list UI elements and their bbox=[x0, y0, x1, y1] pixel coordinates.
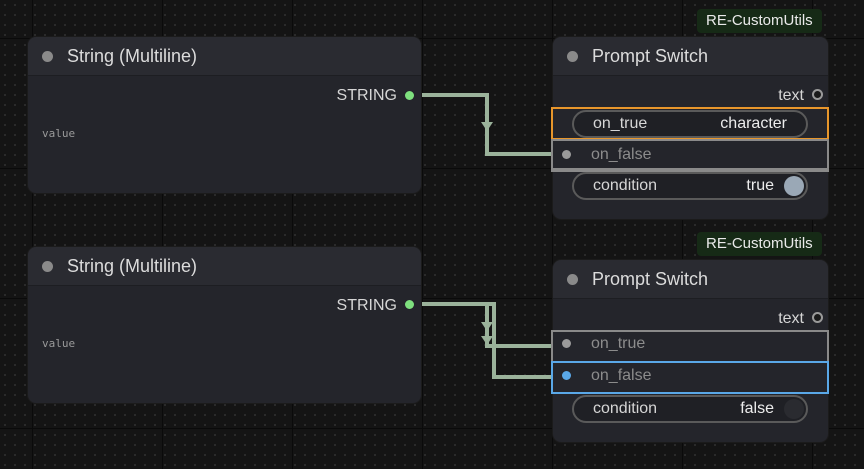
output-label-string: STRING bbox=[336, 297, 397, 314]
node-title: String (Multiline) bbox=[67, 46, 198, 66]
prompt-switch-node-1[interactable]: Prompt Switch text on_true character on_… bbox=[553, 37, 829, 219]
wire-string2-to-on-false bbox=[412, 302, 556, 379]
prompt-switch-node-2[interactable]: Prompt Switch text on_true on_false cond… bbox=[553, 260, 828, 442]
on-false-input[interactable]: on_false bbox=[553, 362, 829, 393]
node-source-badge: RE-CustomUtils bbox=[697, 9, 822, 33]
on-false-label: on_false bbox=[591, 146, 652, 163]
collapse-dot-icon[interactable] bbox=[567, 51, 578, 62]
collapse-dot-icon[interactable] bbox=[42, 261, 53, 272]
output-socket-string[interactable] bbox=[405, 300, 414, 309]
wire-arrow-icon bbox=[481, 122, 493, 131]
output-label-string: STRING bbox=[336, 87, 397, 104]
condition-label: condition bbox=[593, 177, 658, 194]
on-true-label: on_true bbox=[591, 335, 646, 352]
output-socket-text[interactable] bbox=[814, 314, 821, 321]
output-socket-string[interactable] bbox=[405, 91, 414, 100]
on-false-label: on_false bbox=[591, 367, 652, 384]
output-socket-text[interactable] bbox=[814, 91, 821, 98]
condition-label: condition bbox=[593, 400, 658, 417]
input-socket-on-false[interactable] bbox=[562, 150, 571, 159]
on-true-value[interactable]: character bbox=[720, 115, 787, 132]
node-title-bar[interactable]: Prompt Switch bbox=[553, 260, 828, 299]
output-label-text: text bbox=[778, 87, 804, 104]
node-title: String (Multiline) bbox=[67, 256, 198, 276]
node-title: Prompt Switch bbox=[592, 46, 709, 66]
text-widget-placeholder[interactable]: value bbox=[42, 337, 76, 350]
toggle-switch-icon[interactable] bbox=[784, 176, 804, 196]
node-title: Prompt Switch bbox=[592, 269, 709, 289]
node-source-badge: RE-CustomUtils bbox=[697, 232, 822, 256]
widget-selection-highlight bbox=[551, 361, 829, 394]
condition-toggle-widget[interactable]: condition true bbox=[572, 172, 808, 200]
condition-toggle-widget[interactable]: condition false bbox=[572, 395, 808, 423]
toggle-switch-icon[interactable] bbox=[784, 399, 804, 419]
wire-arrow-icon bbox=[481, 336, 493, 345]
collapse-dot-icon[interactable] bbox=[42, 51, 53, 62]
input-socket-on-true[interactable] bbox=[562, 339, 571, 348]
on-true-input[interactable]: on_true bbox=[553, 330, 829, 361]
on-true-label: on_true bbox=[593, 115, 648, 132]
collapse-dot-icon[interactable] bbox=[567, 274, 578, 285]
condition-value: false bbox=[740, 400, 774, 417]
widget-selection-outline bbox=[551, 139, 829, 172]
on-true-widget[interactable]: on_true character bbox=[572, 110, 808, 138]
node-title-bar[interactable]: String (Multiline) bbox=[28, 37, 421, 76]
string-multiline-node-2[interactable]: String (Multiline) STRING value bbox=[28, 247, 421, 403]
text-widget-placeholder[interactable]: value bbox=[42, 127, 76, 140]
widget-selection-outline bbox=[551, 330, 829, 363]
node-title-bar[interactable]: String (Multiline) bbox=[28, 247, 421, 286]
wire-arrow-icon bbox=[481, 322, 493, 331]
node-title-bar[interactable]: Prompt Switch bbox=[553, 37, 828, 76]
output-label-text: text bbox=[778, 310, 804, 327]
widget-selection-highlight bbox=[551, 107, 829, 140]
input-socket-on-false[interactable] bbox=[562, 371, 571, 380]
condition-value: true bbox=[746, 177, 774, 194]
string-multiline-node-1[interactable]: String (Multiline) STRING value bbox=[28, 37, 421, 193]
